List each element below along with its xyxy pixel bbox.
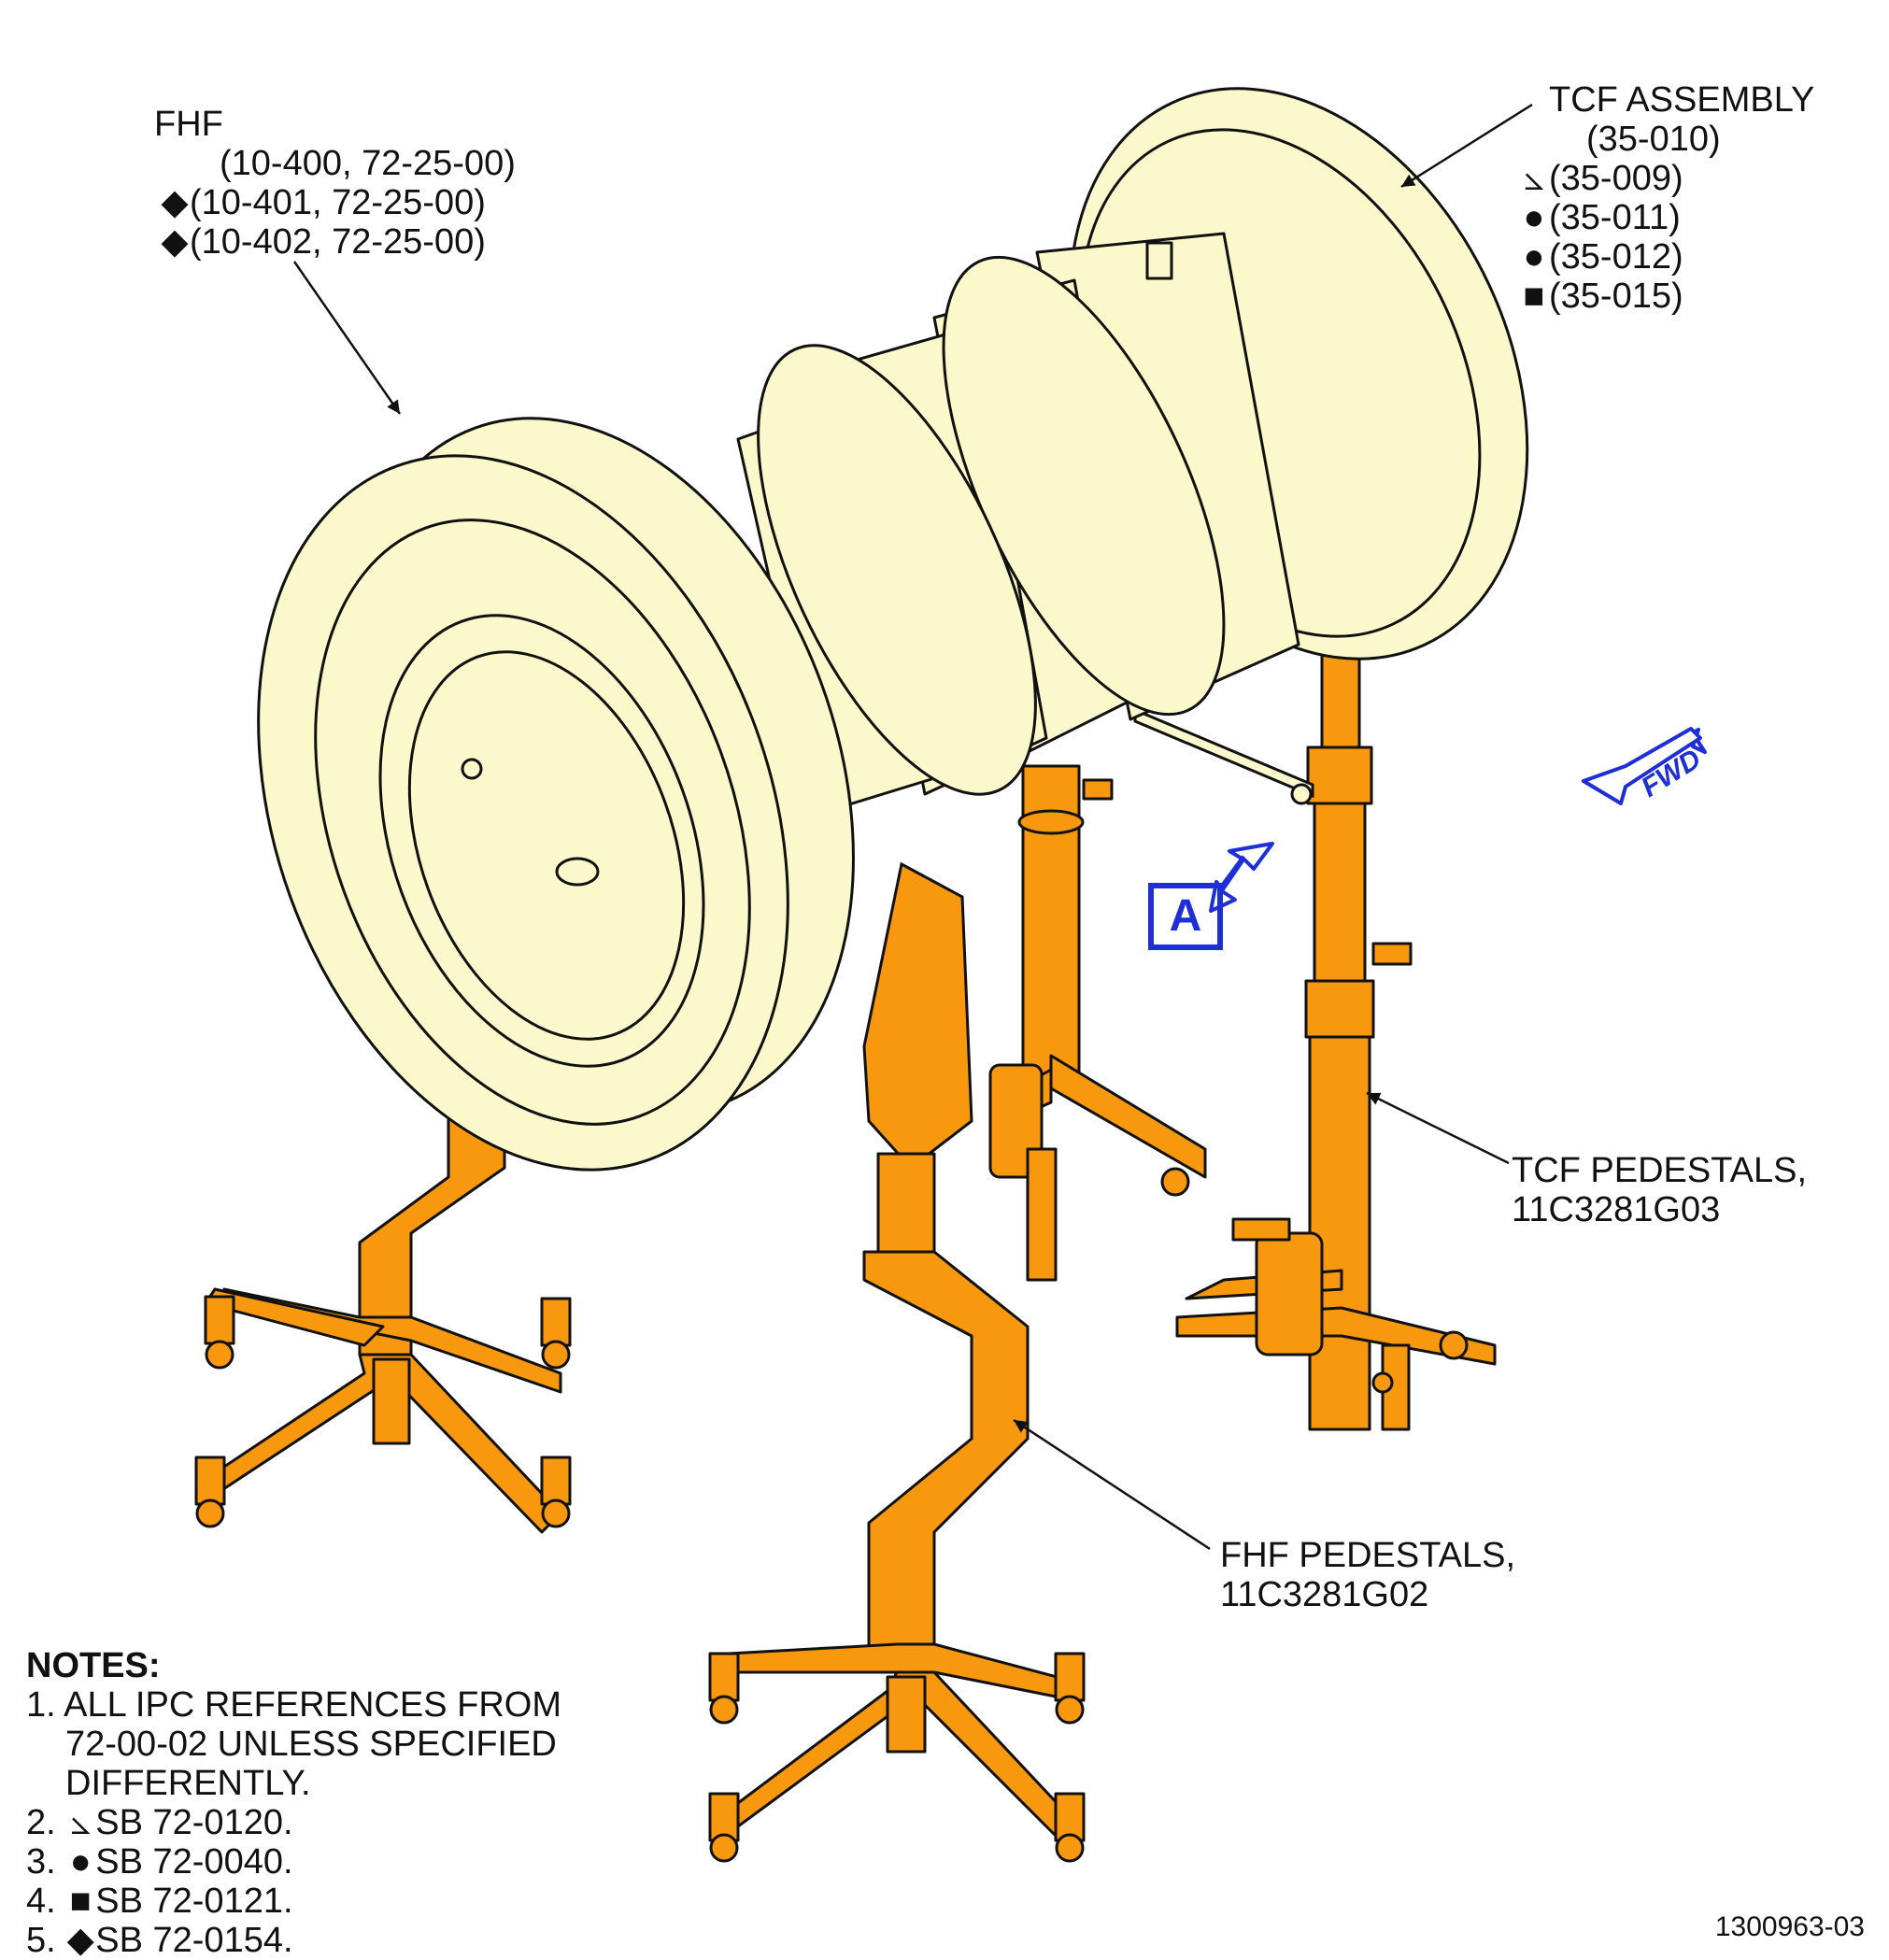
angle-icon: ⦣ [70,1803,92,1842]
tcf-assembly-callout: TCF ASSEMBLY (35-010) ⦣(35-009) ●(35-011… [1524,80,1815,316]
fhf-title: FHF [154,105,223,144]
fhf-ref-2: ◆(10-401, 72-25-00) [161,183,486,222]
note-1-cont-1: 72-00-02 UNLESS SPECIFIED [65,1725,557,1764]
tie-rod [1133,707,1314,805]
figure-id: 1300963-03 [1714,1911,1865,1942]
fhf-ref-1: (10-400, 72-25-00) [220,144,516,183]
tcf-pedestal-rear [988,764,1207,1282]
fhf-callout: FHF (10-400, 72-25-00) ◆(10-401, 72-25-0… [154,105,516,262]
tcf-ref-1: (35-010) [1586,120,1721,159]
view-a-arrow [1209,842,1274,913]
fhf-pedestal-center [708,1152,1086,1863]
tcf-ref-4: ●(35-012) [1519,237,1814,277]
fhf-ref-3: ◆(10-402, 72-25-00) [161,222,486,262]
tcf-ref-5: ■(35-015) [1519,277,1814,316]
fhf-mount-bracket [862,861,973,1171]
note-1-cont-2: DIFFERENTLY. [65,1764,311,1803]
fwd-arrow-icon [1582,727,1707,805]
view-a-marker[interactable]: A [1148,883,1223,950]
fhf-leader [292,261,402,415]
notes-heading: NOTES: [26,1646,161,1685]
circle-icon: ● [69,1842,92,1882]
note-2: 2. ⦣SB 72-0120. [26,1803,293,1842]
fhf-pedestal-left [194,960,572,1534]
diamond-icon: ◆ [66,1921,94,1960]
circle-icon: ● [1523,198,1545,237]
square-icon: ■ [69,1882,92,1921]
tcf-pedestals-leader [1366,1091,1510,1165]
note-1: 1. ALL IPC REFERENCES FROM [26,1685,561,1725]
square-icon: ■ [1523,277,1545,316]
diamond-icon: ◆ [161,183,189,222]
tcf-pedestal-front [1175,633,1497,1431]
notes-block: NOTES: 1. ALL IPC REFERENCES FROM 72-00-… [26,1646,561,1960]
angle-icon: ⦣ [1524,159,1544,198]
fhf-pedestals-leader [1013,1418,1211,1551]
tcf-ref-3: ●(35-011) [1519,198,1814,237]
engine-core [257,87,1529,1172]
tcf-ref-2: ⦣(35-009) [1519,159,1814,198]
circle-icon: ● [1523,237,1545,277]
diamond-icon: ◆ [161,222,189,262]
leader-lines [292,103,1533,1551]
note-5: 5. ◆SB 72-0154. [26,1921,293,1960]
note-3: 3. ●SB 72-0040. [26,1842,293,1882]
tcf-assembly-title: TCF ASSEMBLY [1549,80,1815,120]
note-4: 4. ■SB 72-0121. [26,1882,293,1921]
fhf-pedestals-callout: FHF PEDESTALS, 11C3281G02 [1220,1536,1516,1614]
tcf-assembly-leader [1400,103,1533,189]
tcf-pedestals-callout: TCF PEDESTALS, 11C3281G03 [1512,1151,1808,1229]
